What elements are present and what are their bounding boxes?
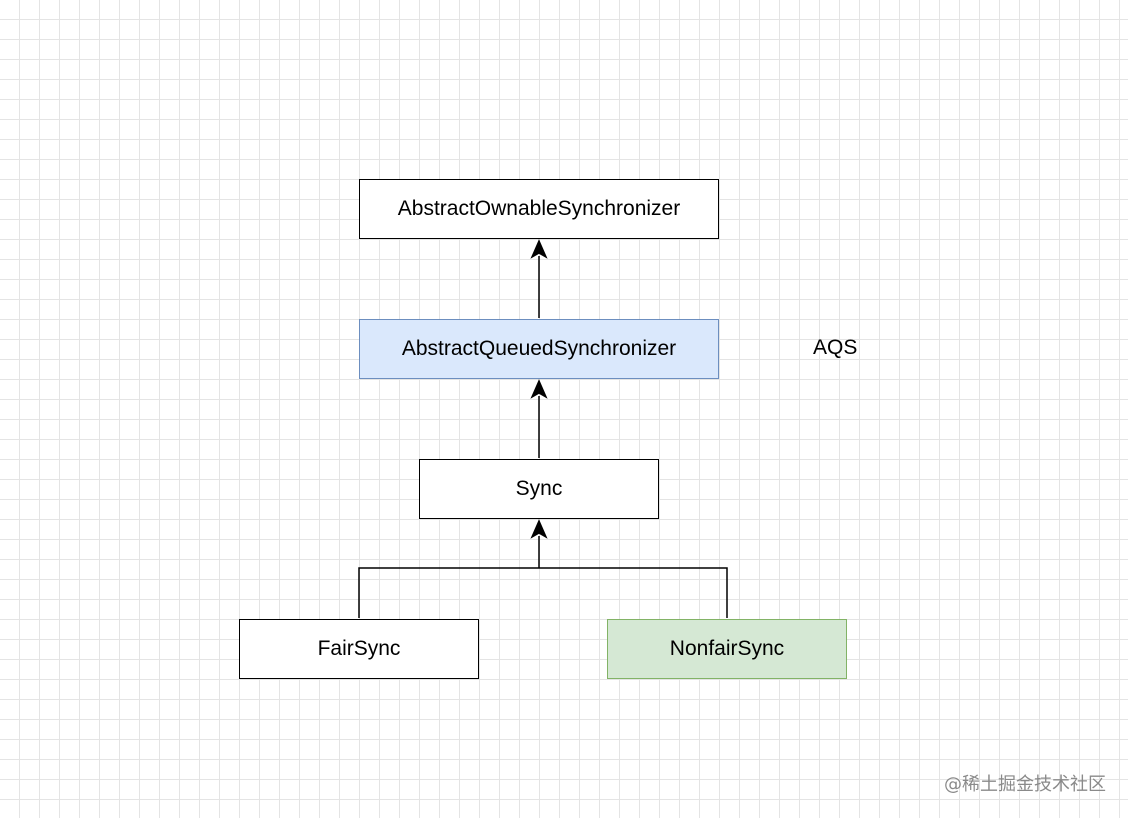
arrowhead-icon: [530, 379, 548, 399]
node-label: AbstractQueuedSynchronizer: [401, 337, 677, 360]
node-label: NonfairSync: [669, 637, 785, 660]
node-sync[interactable]: Sync: [419, 459, 659, 519]
node-abstract-queued-synchronizer[interactable]: AbstractQueuedSynchronizer: [359, 319, 719, 379]
edge-sync-to-aqs: [530, 379, 548, 458]
watermark: @稀土掘金技术社区: [944, 774, 1106, 795]
node-label: FairSync: [317, 637, 401, 660]
edge-aqs-to-aos: [530, 239, 548, 318]
node-fair-sync[interactable]: FairSync: [239, 619, 479, 679]
aqs-annotation: AQS: [813, 336, 858, 359]
edge-subclasses-to-sync: [358, 519, 728, 618]
node-label: AbstractOwnableSynchronizer: [397, 197, 681, 220]
arrowhead-icon: [530, 519, 548, 539]
node-nonfair-sync[interactable]: NonfairSync: [607, 619, 847, 679]
node-abstract-ownable-synchronizer[interactable]: AbstractOwnableSynchronizer: [359, 179, 719, 239]
arrowhead-icon: [530, 239, 548, 259]
node-label: Sync: [515, 477, 563, 500]
